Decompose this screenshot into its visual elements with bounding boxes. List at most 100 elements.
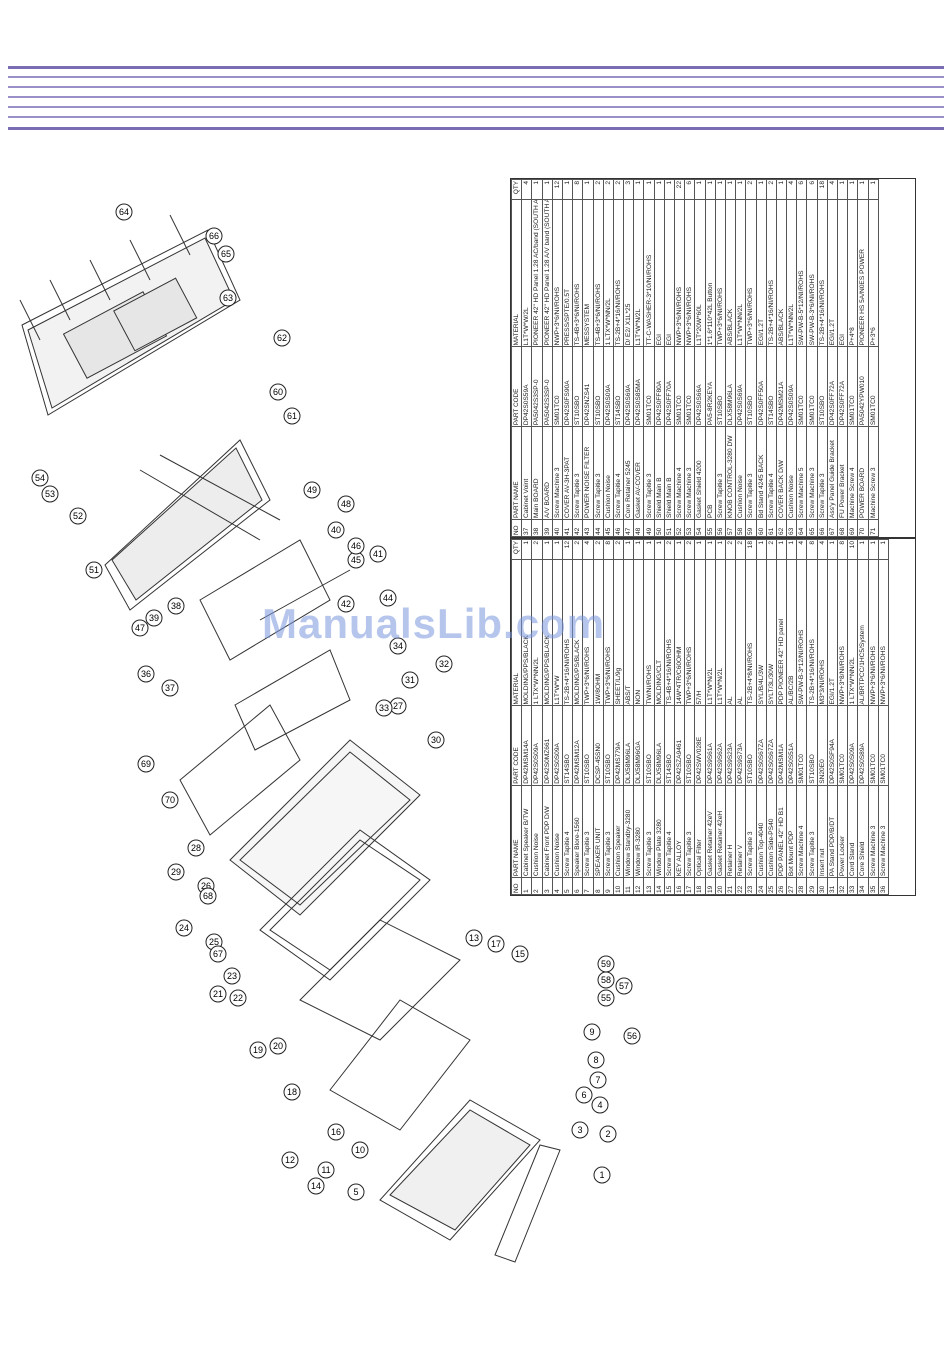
svg-text:44: 44 bbox=[383, 593, 393, 603]
cell-no: 1 bbox=[521, 877, 532, 895]
table-header-row: NO PART NAME PART CODE MATERIAL QTY bbox=[511, 179, 522, 537]
svg-text:45: 45 bbox=[351, 555, 361, 565]
callout-29: 29 bbox=[167, 863, 185, 881]
svg-text:1: 1 bbox=[599, 1170, 604, 1180]
svg-text:22: 22 bbox=[233, 993, 243, 1003]
cell-part-name: Screw Machine 3 bbox=[806, 426, 818, 520]
svg-text:40: 40 bbox=[331, 525, 341, 535]
cell-qty: 1 bbox=[623, 539, 634, 560]
cell-qty: 2 bbox=[766, 539, 777, 560]
callout-9: 9 bbox=[583, 1023, 601, 1041]
cell-part-code: DP42S0MZ661 bbox=[542, 705, 553, 786]
cell-no: 13 bbox=[643, 877, 655, 895]
callout-10: 10 bbox=[351, 1141, 369, 1159]
cell-material: EGI/1.2T bbox=[827, 199, 838, 347]
cell-part-name: Screw Tapitie 4 bbox=[664, 785, 675, 878]
cell-part-name: Core Shield bbox=[857, 785, 869, 878]
cell-material: EGI bbox=[837, 199, 848, 347]
cell-qty: 22 bbox=[674, 179, 685, 200]
cell-part-code: SM01TC0 bbox=[878, 705, 889, 786]
cell-qty: 1 bbox=[725, 179, 736, 200]
cell-part-code: DLX58M96GA bbox=[633, 705, 644, 786]
cell-no: 42 bbox=[572, 519, 583, 537]
cell-qty: 8 bbox=[837, 539, 848, 560]
callout-40: 40 bbox=[327, 521, 345, 539]
column-header-no: NO bbox=[511, 877, 522, 895]
cell-part-code: DP42MSM1A bbox=[776, 705, 787, 786]
svg-text:4: 4 bbox=[597, 1100, 602, 1110]
svg-text:13: 13 bbox=[469, 933, 479, 943]
cell-part-code: DP42S0FS90A bbox=[562, 346, 573, 427]
callout-5: 5 bbox=[347, 1183, 365, 1201]
callout-4: 4 bbox=[591, 1096, 609, 1114]
cell-part-code: SM01TC0 bbox=[806, 346, 818, 427]
callout-30: 30 bbox=[427, 731, 445, 749]
svg-text:48: 48 bbox=[341, 499, 351, 509]
callout-38: 38 bbox=[167, 597, 185, 615]
callout-41: 41 bbox=[369, 545, 387, 563]
header-rule bbox=[8, 127, 944, 130]
cell-part-code: DP42S0FF80A bbox=[654, 346, 665, 427]
cell-part-code: DP42SWV028E bbox=[694, 705, 706, 786]
cell-qty: 4 bbox=[817, 539, 828, 560]
callout-64: 64 bbox=[115, 203, 133, 221]
cell-material: TW/NI/ROHS bbox=[643, 559, 655, 706]
cell-material: EGI/1.2T bbox=[827, 559, 838, 706]
cell-part-name: COVER AV-3H-3PAT bbox=[562, 426, 573, 520]
column-header-part-code: PART CODE bbox=[511, 346, 522, 427]
cell-part-code: DP42S0FF50A bbox=[756, 346, 767, 427]
cell-qty: 3 bbox=[623, 179, 634, 200]
cell-part-name: KEY ALLOY bbox=[674, 785, 685, 878]
cell-part-name: Speaker Blore-1560 bbox=[572, 785, 583, 878]
cell-part-name: Cord Stand bbox=[847, 785, 858, 878]
cell-qty: 2 bbox=[531, 539, 543, 560]
callout-70: 70 bbox=[161, 791, 179, 809]
svg-text:41: 41 bbox=[373, 549, 383, 559]
svg-text:42: 42 bbox=[341, 599, 351, 609]
cell-no: 69 bbox=[847, 519, 858, 537]
cell-part-name: Screw Machine 3 bbox=[878, 785, 889, 878]
svg-text:23: 23 bbox=[227, 971, 237, 981]
svg-text:16: 16 bbox=[331, 1127, 341, 1137]
callout-62: 62 bbox=[273, 329, 291, 347]
cell-part-name: PA Stand PDP/B/DT bbox=[827, 785, 838, 878]
svg-text:56: 56 bbox=[627, 1031, 637, 1041]
svg-text:15: 15 bbox=[515, 949, 525, 959]
cell-qty: 2 bbox=[603, 179, 614, 200]
cell-part-name: Ass'y Panel Guide Bracket bbox=[827, 426, 838, 520]
cell-part-name: Screw Tapitie 3 bbox=[603, 785, 614, 878]
svg-text:19: 19 bbox=[253, 1045, 263, 1055]
cell-part-name: Gasket Retainer 42eV bbox=[705, 785, 716, 878]
callout-56: 56 bbox=[623, 1027, 641, 1045]
cell-part-name: Screw Tapitie 3 bbox=[745, 426, 756, 520]
cell-qty: 2 bbox=[593, 179, 604, 200]
cell-qty: 10 bbox=[847, 539, 858, 560]
cell-no: 17 bbox=[684, 877, 695, 895]
cell-qty: 1 bbox=[857, 179, 869, 200]
cell-no: 58 bbox=[735, 519, 746, 537]
cell-qty: 1 bbox=[654, 539, 665, 560]
back-cover-drawing bbox=[19, 214, 241, 416]
cell-part-code: ST10SBO bbox=[582, 705, 593, 786]
callout-37: 37 bbox=[161, 679, 179, 697]
cell-no: 68 bbox=[837, 519, 848, 537]
cell-no: 50 bbox=[654, 519, 665, 537]
cell-part-name: Gasket AV-COVER bbox=[633, 426, 644, 520]
cell-part-name: Cushion Top-4040 bbox=[756, 785, 767, 878]
svg-text:29: 29 bbox=[171, 867, 181, 877]
cell-part-name: Screw Tapitie 3 bbox=[715, 426, 726, 520]
callout-51: 51 bbox=[85, 561, 103, 579]
cell-material: TWP+3*6/NI/ROHS bbox=[745, 199, 756, 347]
